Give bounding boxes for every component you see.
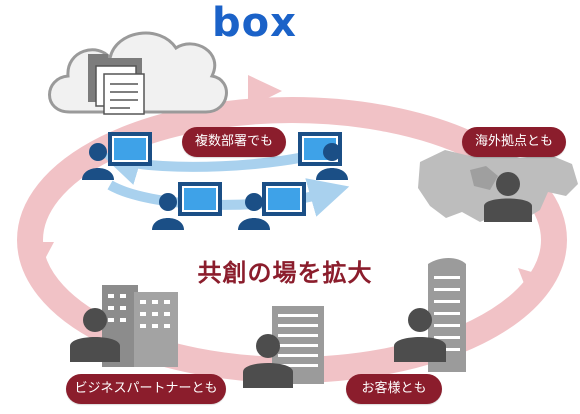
box-logo: box: [212, 0, 297, 46]
person-icon: [484, 172, 532, 222]
computer-user-icon: [298, 132, 348, 180]
person-icon: [394, 308, 446, 362]
label-overseas: 海外拠点とも: [462, 127, 566, 157]
label-customers: お客様とも: [346, 374, 442, 404]
computer-user-icon: [82, 132, 152, 180]
label-partners: ビジネスパートナーとも: [66, 374, 226, 404]
folder-document-icon: [88, 54, 145, 115]
computer-user-icon: [152, 182, 222, 230]
headline: 共創の場を拡大: [197, 259, 373, 287]
computer-user-icon: [238, 182, 306, 230]
person-icon: [70, 308, 120, 362]
label-departments: 複数部署でも: [182, 127, 286, 157]
person-icon: [243, 334, 293, 388]
